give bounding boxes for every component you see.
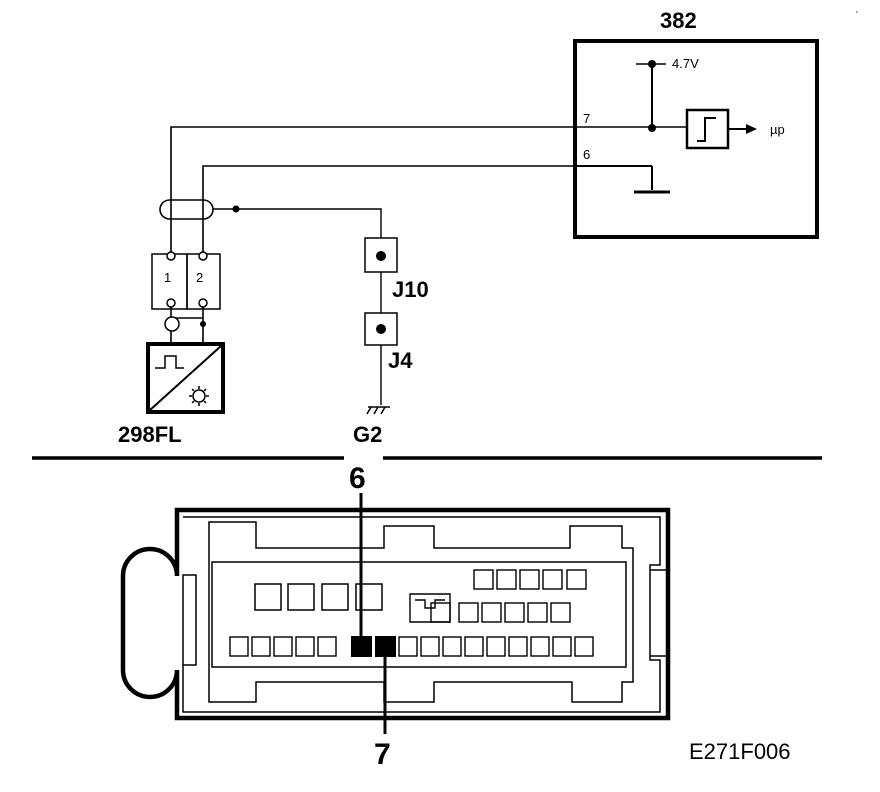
connector-cavity: [519, 569, 540, 590]
connector-cavity: [430, 602, 451, 623]
supply-voltage-label: 4.7V: [672, 56, 699, 71]
ecu-label: 382: [660, 8, 697, 33]
ecu-connector-face: 6: [120, 462, 671, 771]
gear-icon: [189, 386, 209, 406]
connector-cavity: [273, 636, 293, 657]
junction-j10-label: J10: [392, 277, 429, 302]
schmitt-symbol-icon: [697, 117, 716, 142]
connector-cavity: [530, 636, 550, 657]
connector-cavity-large: [287, 583, 315, 611]
connector-cavity: [229, 636, 249, 657]
sensor-label: 298FL: [118, 422, 182, 447]
connector-cavity-large: [254, 583, 282, 611]
wire-pin7: [170, 126, 687, 254]
connector-cavity: [552, 636, 572, 657]
ecu-pin-7-label: 7: [583, 111, 590, 126]
terminal-icon: [166, 251, 176, 261]
connector-cavity: [486, 636, 506, 657]
connector-cavity: [464, 636, 484, 657]
sensor-298fl: 1 2 298FL: [118, 251, 225, 447]
connector-pin-7-label: 7: [374, 738, 391, 771]
connector-cavity: [496, 569, 517, 590]
shield-loop: [159, 199, 214, 220]
connector-pin-6-highlight: [351, 636, 372, 657]
connector-cavity: [420, 636, 440, 657]
connector-cavity: [504, 602, 525, 623]
connector-cavity: [566, 569, 587, 590]
connector-housing: [120, 507, 671, 721]
connector-cavity: [527, 602, 548, 623]
figure-code: E271F006: [689, 739, 791, 764]
connector-inner-frame: [182, 516, 661, 713]
terminal-icon: [166, 298, 176, 308]
ecu-382: 382 4.7V µp 7 6: [573, 8, 819, 239]
output-label: µp: [770, 122, 785, 137]
terminal-icon: [198, 298, 208, 308]
sensor-pin-1-label: 1: [164, 270, 171, 285]
connector-cavity: [550, 602, 571, 623]
wiring: [159, 124, 687, 405]
shield-wire: [213, 208, 382, 238]
junction-j10-terminal: [376, 251, 386, 261]
schmitt-trigger: [685, 108, 730, 150]
sensor-pin-2-label: 2: [196, 270, 203, 285]
pulse-icon: [155, 355, 184, 369]
connector-pin-7-highlight: [375, 636, 396, 657]
junction-j4-terminal: [376, 324, 386, 334]
connector-cavity: [442, 636, 462, 657]
ground-icon: [366, 406, 390, 415]
junction-j4: [364, 312, 398, 346]
ecu-pin-6-label: 6: [583, 147, 590, 162]
ecu-box: [573, 39, 819, 239]
junction-j4-label: J4: [388, 348, 413, 373]
supply-node: [648, 60, 656, 68]
sensor-shield-loop: [164, 316, 180, 332]
connector-cavity: [574, 636, 594, 657]
connector-pin-field: [211, 561, 627, 668]
connector-cavity: [542, 569, 563, 590]
ground-label: G2: [353, 422, 382, 447]
signal-node: [648, 124, 656, 132]
ground-path: J10 J4 G2: [353, 237, 429, 447]
sensor-lead-node: [200, 321, 206, 327]
terminal-icon: [198, 251, 208, 261]
connector-cavity-large: [321, 583, 349, 611]
connector-pin-6-label: 6: [349, 462, 366, 495]
sensor-diagonal: [149, 345, 222, 411]
junction-j10: [364, 237, 398, 273]
sensor-box: [146, 342, 225, 414]
wire-pin6: [202, 165, 575, 254]
connector-cavity: [398, 636, 418, 657]
connector-cavity: [481, 602, 502, 623]
scan-speck: ·: [855, 6, 859, 18]
connector-cavity: [473, 569, 494, 590]
shield-node: [232, 205, 240, 213]
connector-cavity: [458, 602, 479, 623]
connector-cavity-large: [355, 583, 383, 611]
connector-cavity: [317, 636, 337, 657]
connector-cavity: [508, 636, 528, 657]
output-arrow-icon: [746, 124, 757, 134]
connector-cavity: [251, 636, 271, 657]
connector-cavity: [295, 636, 315, 657]
connector-cavity-keyed: [409, 593, 451, 623]
